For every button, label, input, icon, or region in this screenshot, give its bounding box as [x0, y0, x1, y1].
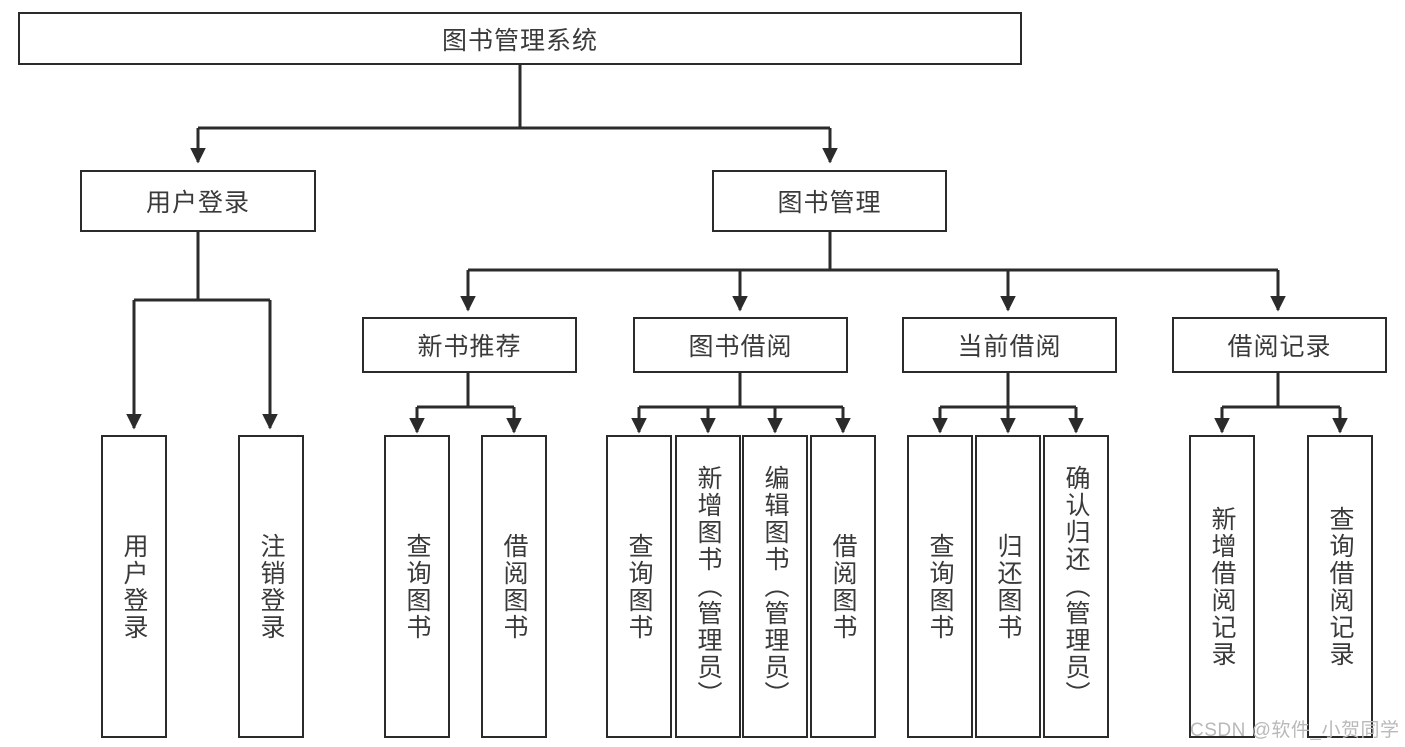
- node-leaf-add-book[interactable]: 新增图书（管理员）: [675, 435, 741, 738]
- node-new-book-recommend-label: 新书推荐: [417, 333, 522, 361]
- node-leaf-borrow-book-1[interactable]: 借阅图书: [481, 435, 547, 738]
- node-leaf-query-book-2[interactable]: 查询图书: [606, 435, 672, 738]
- node-user-login[interactable]: 用户登录: [80, 170, 316, 232]
- node-leaf-query-book-2-label: 查询图书: [625, 532, 653, 641]
- node-leaf-return-book-label: 归还图书: [994, 532, 1022, 641]
- node-leaf-query-record-label: 查询借阅记录: [1326, 505, 1354, 668]
- node-leaf-add-book-label: 新增图书（管理员）: [694, 465, 722, 708]
- watermark: CSDN @软件_小贺同学: [1190, 720, 1400, 741]
- node-leaf-logout-login-label: 注销登录: [257, 532, 285, 641]
- node-leaf-borrow-book-2[interactable]: 借阅图书: [810, 435, 876, 738]
- node-book-manage[interactable]: 图书管理: [712, 170, 947, 232]
- node-current-borrow[interactable]: 当前借阅: [902, 317, 1117, 373]
- node-root[interactable]: 图书管理系统: [18, 12, 1022, 65]
- node-leaf-add-record[interactable]: 新增借阅记录: [1189, 435, 1255, 738]
- node-leaf-borrow-book-2-label: 借阅图书: [829, 532, 857, 641]
- node-leaf-logout-login[interactable]: 注销登录: [238, 435, 304, 738]
- node-leaf-edit-book-label: 编辑图书（管理员）: [761, 465, 789, 708]
- node-leaf-return-book[interactable]: 归还图书: [975, 435, 1041, 738]
- node-new-book-recommend[interactable]: 新书推荐: [362, 317, 577, 373]
- node-borrow-record-label: 借阅记录: [1227, 333, 1332, 361]
- node-leaf-borrow-book-1-label: 借阅图书: [500, 532, 528, 641]
- node-leaf-query-book-3-label: 查询图书: [926, 532, 954, 641]
- node-book-borrow[interactable]: 图书借阅: [633, 317, 848, 373]
- node-book-borrow-label: 图书借阅: [688, 333, 793, 361]
- node-leaf-add-record-label: 新增借阅记录: [1208, 505, 1236, 668]
- node-leaf-user-login-label: 用户登录: [120, 532, 148, 641]
- node-leaf-user-login[interactable]: 用户登录: [101, 435, 167, 738]
- node-leaf-edit-book[interactable]: 编辑图书（管理员）: [742, 435, 808, 738]
- node-leaf-confirm-return[interactable]: 确认归还（管理员）: [1043, 435, 1109, 738]
- node-leaf-query-book-1-label: 查询图书: [403, 532, 431, 641]
- node-user-login-label: 用户登录: [145, 189, 250, 217]
- node-root-label: 图书管理系统: [441, 26, 598, 55]
- node-leaf-query-book-3[interactable]: 查询图书: [907, 435, 973, 738]
- node-borrow-record[interactable]: 借阅记录: [1172, 317, 1387, 373]
- node-leaf-query-record[interactable]: 查询借阅记录: [1307, 435, 1373, 738]
- node-current-borrow-label: 当前借阅: [957, 333, 1062, 361]
- node-leaf-confirm-return-label: 确认归还（管理员）: [1062, 465, 1090, 708]
- node-book-manage-label: 图书管理: [777, 189, 882, 217]
- node-leaf-query-book-1[interactable]: 查询图书: [384, 435, 450, 738]
